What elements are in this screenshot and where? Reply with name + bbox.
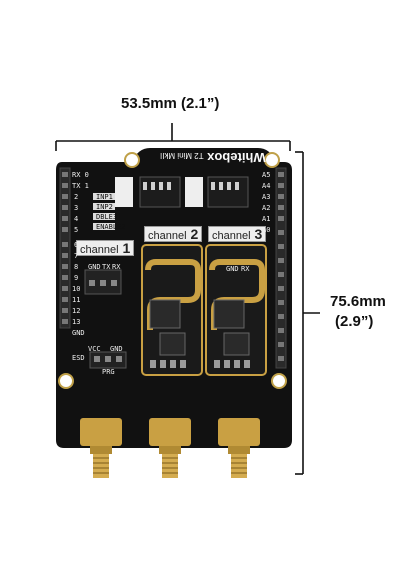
height-dimension-line [295, 151, 320, 475]
pin-label: 3 [74, 204, 79, 212]
switch-label: INP1 [96, 193, 113, 201]
bottom-label: GND [110, 345, 123, 353]
pin-label: A1 [262, 215, 271, 223]
switch-label: DBLE3 [96, 213, 118, 221]
sma-connector-3 [218, 418, 260, 478]
brand-name: Whitebox [207, 150, 266, 165]
mounting-hole [124, 152, 140, 168]
header-label: RX [241, 265, 250, 273]
height-dimension-label-in: (2.9”) [335, 313, 374, 330]
sma-connector-2 [149, 418, 191, 478]
pin-label: A3 [262, 193, 271, 201]
channel-number: 2 [190, 226, 199, 242]
header-label: GND [88, 263, 101, 271]
channel-number: 1 [122, 240, 131, 256]
board-model: T2 Mini MkII [160, 151, 204, 160]
header-label: RX [112, 263, 121, 271]
pin-label: 9 [74, 274, 79, 282]
dip-switch-knobs [143, 182, 239, 190]
pin-label: 6 [74, 241, 79, 249]
width-dimension-label: 53.5mm (2.1”) [121, 95, 220, 112]
selector-switches [93, 193, 115, 230]
right-pin-header [275, 167, 287, 369]
channel-name: channel [80, 244, 119, 256]
programming-header [89, 351, 127, 369]
mounting-hole [58, 373, 74, 389]
pin-label: RX 0 [72, 171, 89, 179]
pin-label: 13 [72, 318, 81, 326]
pin-label: A0 [262, 226, 271, 234]
bottom-label: ESD [72, 354, 85, 362]
pin-label: 11 [72, 296, 81, 304]
header-label: GND [226, 265, 239, 273]
width-dimension-line [55, 123, 291, 151]
mounting-hole [264, 152, 280, 168]
channel-name: channel [148, 230, 187, 242]
header-label: TX [102, 263, 111, 271]
channel-name: channel [212, 230, 251, 242]
pin-label: 8 [74, 263, 79, 271]
pin-label: 5 [74, 226, 79, 234]
channel-number: 3 [254, 226, 263, 242]
pin-label: TX 1 [72, 182, 89, 190]
pin-label: 12 [72, 307, 81, 315]
pin-label: GND [72, 329, 85, 337]
pin-label: A2 [262, 204, 271, 212]
height-dimension-label-mm: 75.6mm [330, 293, 386, 310]
switch-label: ENABLE2 [96, 223, 126, 231]
bottom-label: PRG [102, 368, 115, 376]
board-brand: Whitebox T2 Mini MkII [160, 150, 266, 165]
pin-label: 10 [72, 285, 81, 293]
pin-label: 7 [74, 252, 79, 260]
channel-1-header [84, 269, 122, 295]
pin-label: 2 [74, 193, 79, 201]
left-pin-header [59, 167, 71, 329]
right-pin-holes [278, 172, 284, 361]
channel-2-module [141, 244, 203, 376]
channel-3-module [205, 244, 267, 376]
switch-label: INP2 [96, 203, 113, 211]
pin-label: A5 [262, 171, 271, 179]
mounting-hole [271, 373, 287, 389]
bottom-label: VCC [88, 345, 101, 353]
left-pin-holes [62, 172, 68, 324]
pin-label: 4 [74, 215, 79, 223]
sma-connector-1 [80, 418, 122, 478]
pin-label: A4 [262, 182, 271, 190]
